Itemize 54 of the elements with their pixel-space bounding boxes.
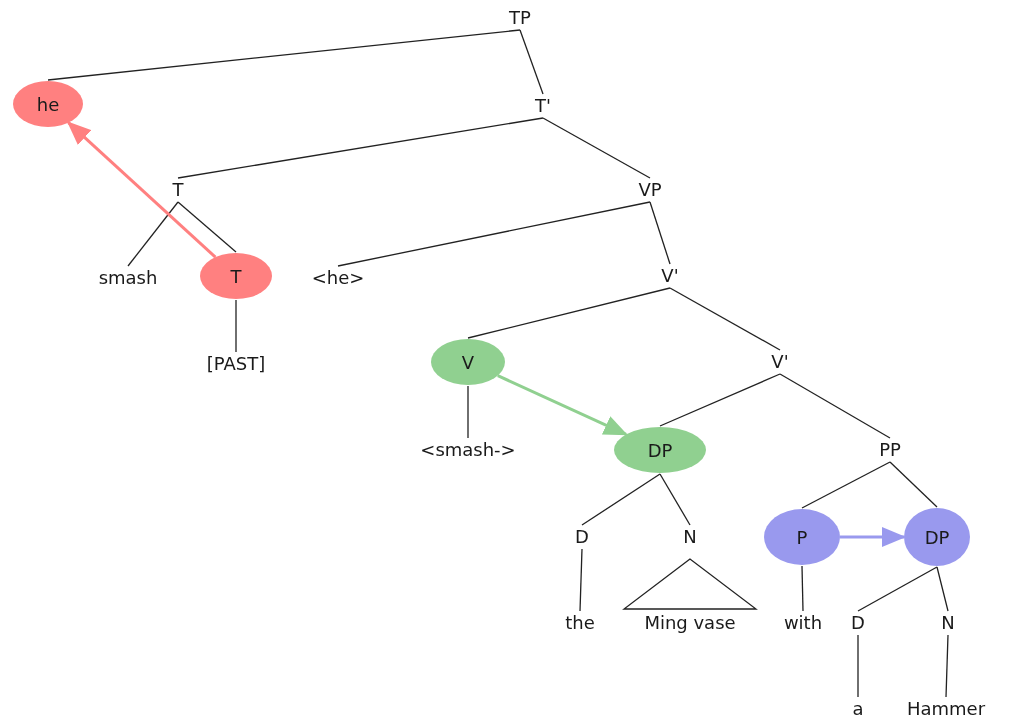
tree-branch <box>581 473 661 526</box>
node-label: N <box>941 612 955 634</box>
node-label: TP <box>509 7 531 29</box>
node-label: VP <box>638 179 662 201</box>
node-label: Ming vase <box>644 612 736 634</box>
highlighted-node: DP <box>904 508 970 566</box>
movement-arrow <box>66 121 217 259</box>
node-label: <he> <box>311 267 365 289</box>
node-label: Hammer <box>906 698 986 720</box>
node-label: PP <box>879 439 901 461</box>
tree-branch <box>542 117 651 179</box>
node-label: D <box>575 526 589 548</box>
tree-branch <box>47 29 521 81</box>
movement-arrow <box>497 374 628 436</box>
node-label: V' <box>661 265 679 287</box>
node-label: smash <box>98 267 158 289</box>
movement-arrow <box>840 527 906 547</box>
node-label: [PAST] <box>206 353 266 375</box>
node-label: <smash-> <box>420 439 516 461</box>
tree-branch <box>235 299 237 353</box>
tree-branch <box>889 461 938 508</box>
tree-branch <box>857 634 859 698</box>
tree-branch <box>127 201 179 267</box>
tree-branch <box>659 473 691 526</box>
tree-branch <box>779 373 891 439</box>
tree-branch <box>579 548 583 612</box>
node-label: a <box>852 698 864 720</box>
tree-branch <box>669 287 781 351</box>
node-label: T <box>172 179 184 201</box>
tree-branch <box>801 461 891 509</box>
tree-branch <box>467 385 469 439</box>
highlighted-node: P <box>764 509 840 565</box>
highlighted-node: T <box>200 253 272 299</box>
node-label: V' <box>771 351 789 373</box>
tree-branch <box>337 201 651 267</box>
tree-branch <box>519 29 544 95</box>
tree-branch <box>177 117 544 179</box>
tree-branch <box>659 373 781 427</box>
tree-branch <box>945 634 949 698</box>
tree-branch <box>467 287 671 339</box>
tree-branch <box>857 566 938 612</box>
triangle-branch <box>622 558 758 610</box>
node-label: with <box>783 612 823 634</box>
node-label: N <box>683 526 697 548</box>
highlighted-node: V <box>431 339 505 385</box>
highlighted-node: DP <box>614 427 706 473</box>
node-label: T' <box>535 95 551 117</box>
tree-branch <box>936 566 949 612</box>
highlighted-node: he <box>13 81 83 127</box>
tree-branch <box>649 201 671 265</box>
node-label: the <box>565 612 595 634</box>
node-label: D <box>851 612 865 634</box>
tree-branch <box>177 201 237 253</box>
tree-branch <box>801 565 804 612</box>
